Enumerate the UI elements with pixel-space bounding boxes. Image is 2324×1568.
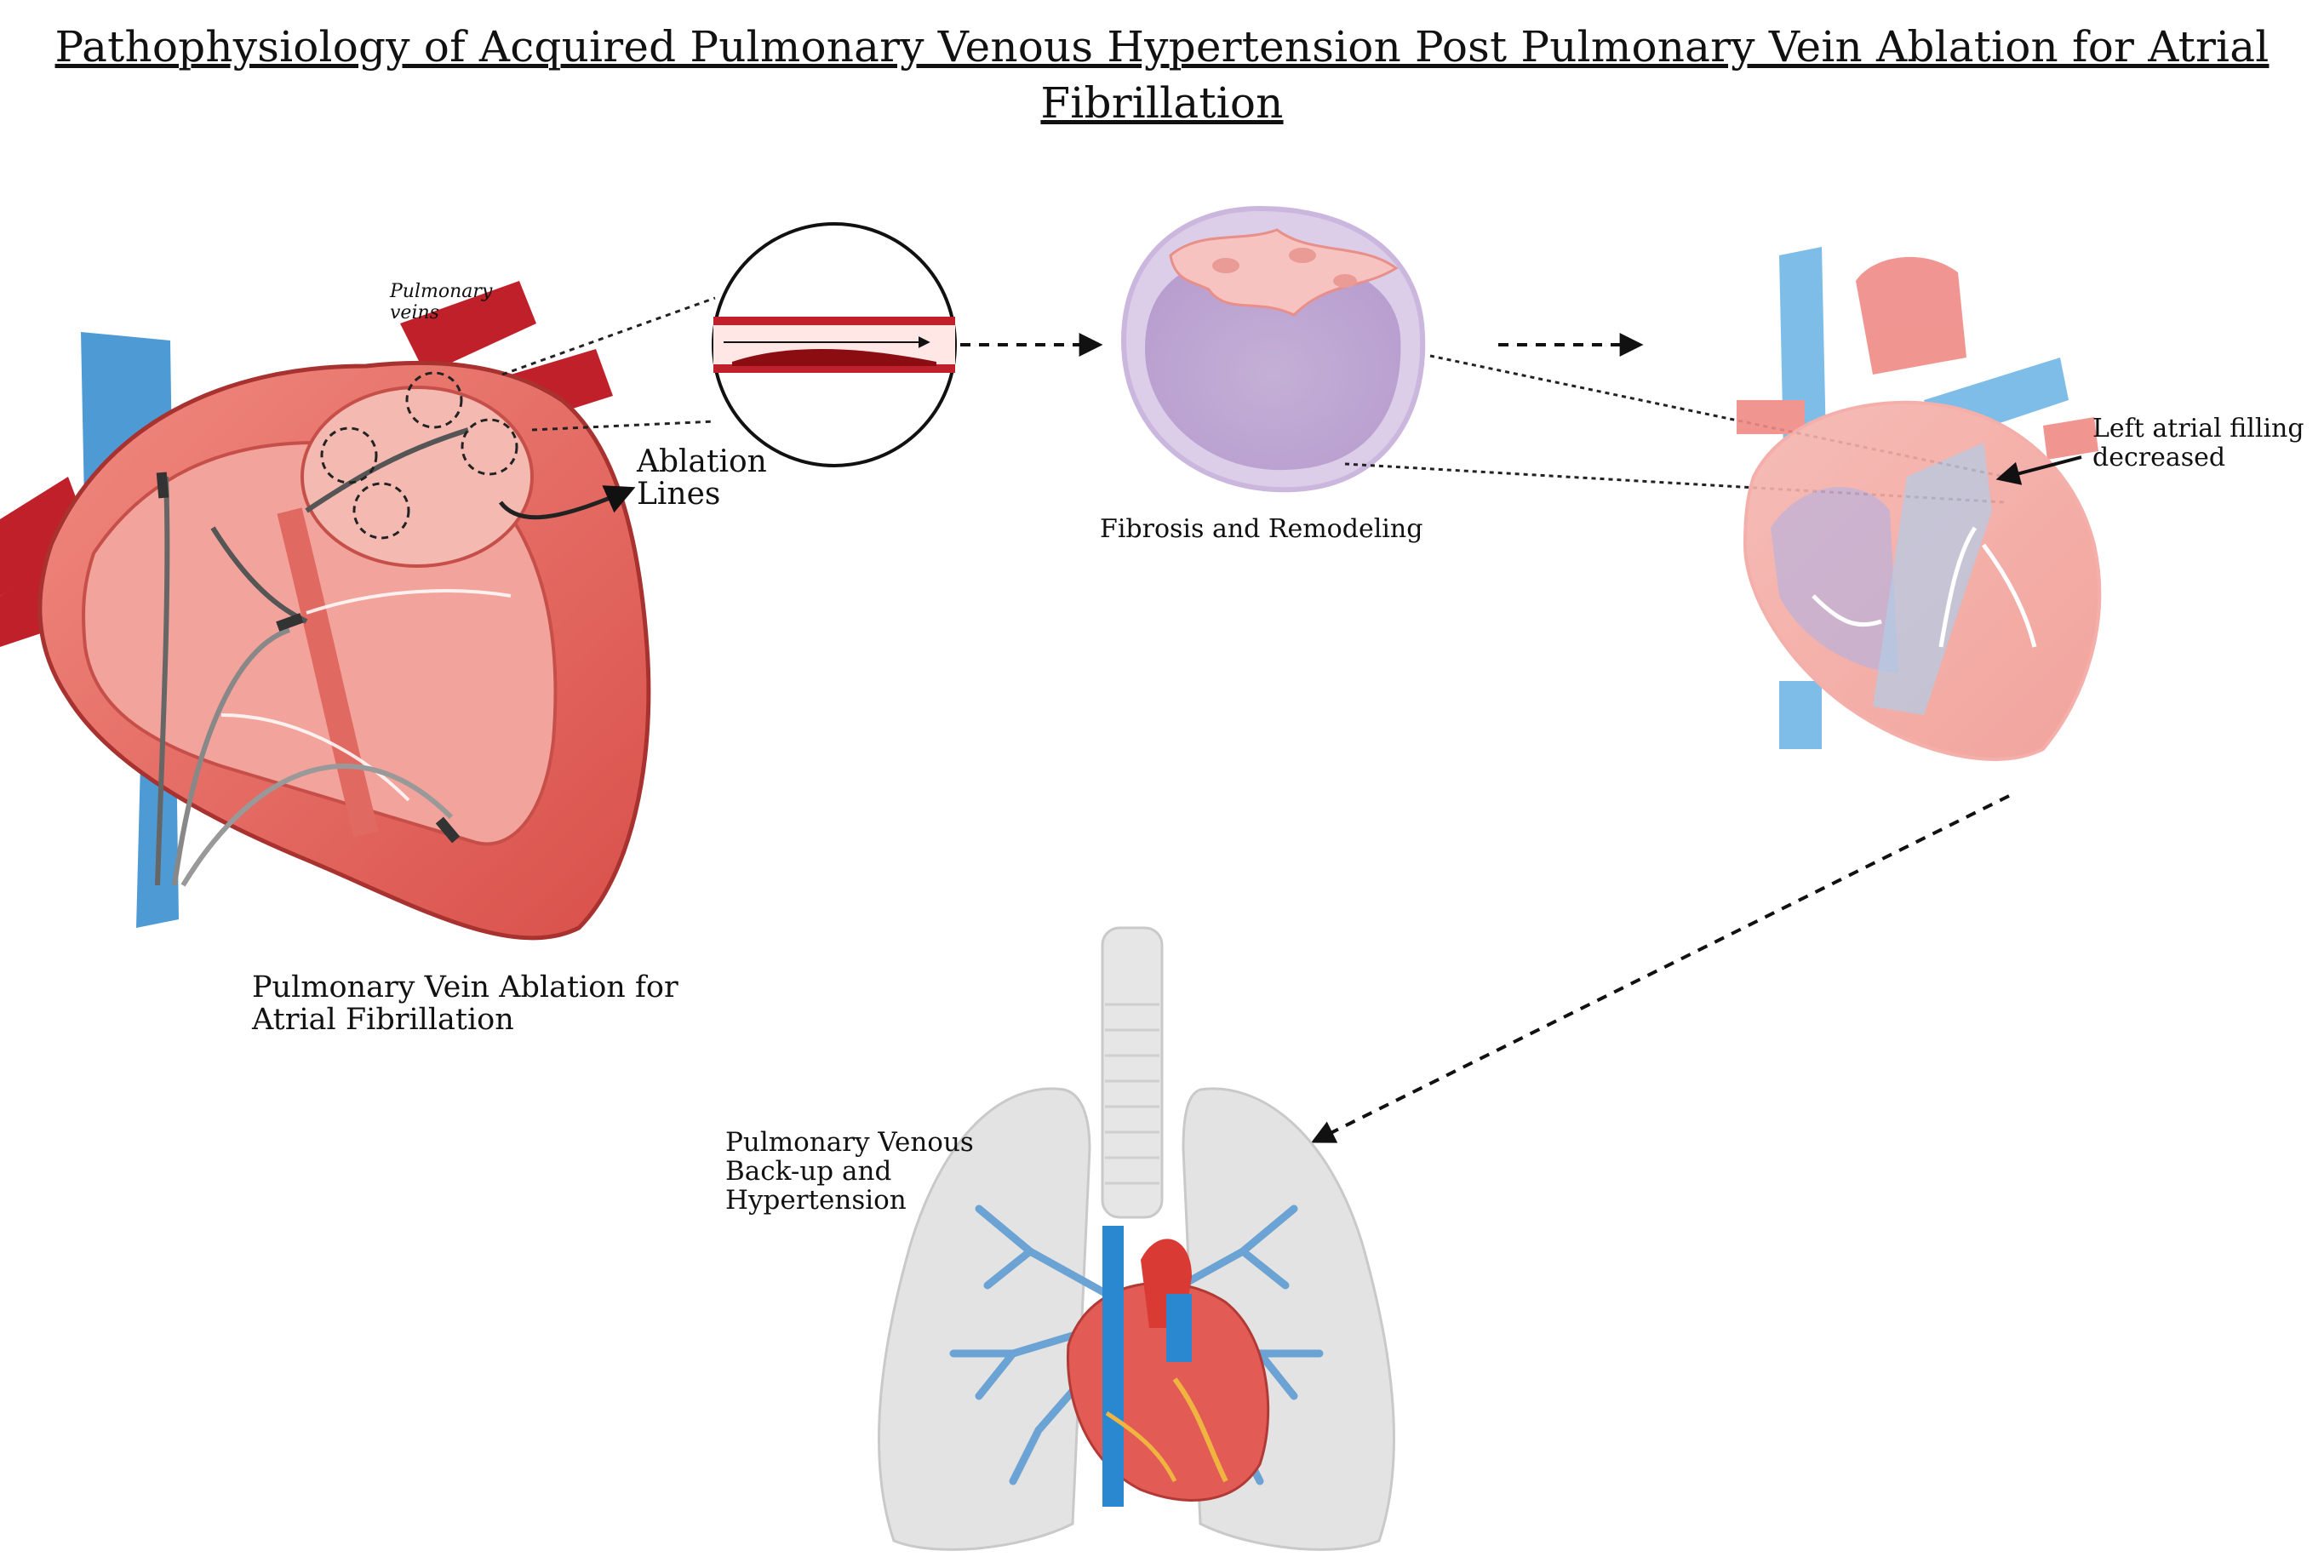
left-atrial-label-1: Left atrial filling bbox=[2092, 414, 2304, 444]
left-atrial-arrow bbox=[1995, 455, 2082, 485]
pv-ablation-label-1: Pulmonary Vein Ablation for bbox=[252, 970, 678, 1004]
ablation-lines-label-1: Ablation bbox=[637, 444, 767, 479]
faded-heart-illustration bbox=[1737, 247, 2102, 761]
pv-backup-label-3: Hypertension bbox=[725, 1185, 907, 1216]
arrow-to-lungs bbox=[1310, 794, 2010, 1143]
ablation-lines-label-2: Lines bbox=[637, 477, 721, 512]
ablation-heart-illustration bbox=[0, 281, 651, 941]
vessel-magnifier bbox=[501, 222, 957, 467]
pv-ablation-label-2: Atrial Fibrillation bbox=[252, 1003, 514, 1037]
pv-backup-label-2: Back-up and bbox=[725, 1156, 892, 1187]
diagram-title-line-1: Pathophysiology of Acquired Pulmonary Ve… bbox=[54, 22, 2270, 72]
pulmonary-veins-label-1: Pulmonary bbox=[390, 281, 493, 302]
pulmonary-veins-label-2: veins bbox=[390, 302, 439, 323]
fibrosis-label: Fibrosis and Remodeling bbox=[1100, 514, 1423, 544]
pv-backup-label-1: Pulmonary Venous bbox=[725, 1127, 974, 1158]
left-atrial-label-2: decreased bbox=[2092, 443, 2226, 472]
fibrosis-illustration bbox=[1120, 205, 1426, 493]
diagram-title-line-2: Fibrillation bbox=[1040, 78, 1284, 128]
lungs-illustration bbox=[878, 926, 1395, 1551]
